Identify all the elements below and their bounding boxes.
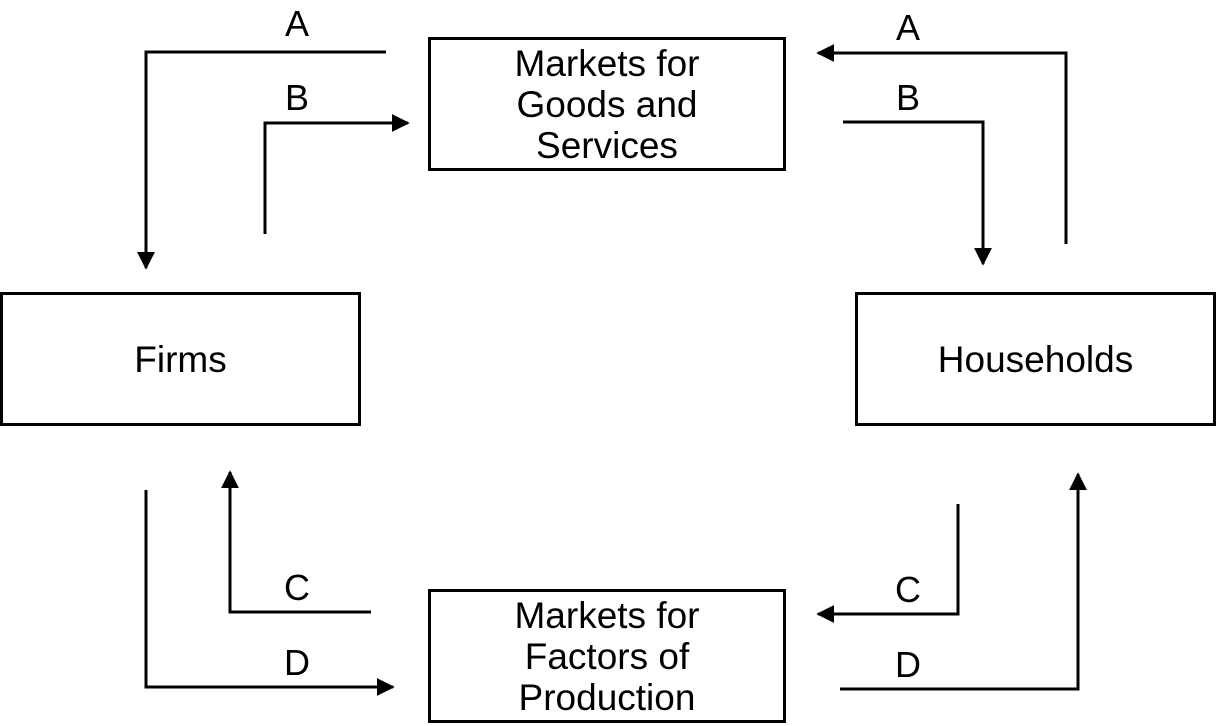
flow-label-bottom-left-c: C xyxy=(284,567,310,608)
flow-label-bottom-right-c: C xyxy=(895,569,921,610)
flow-label-top-left-a: A xyxy=(284,3,310,44)
arrow-top-right-a xyxy=(816,44,1068,244)
firms-label: Firms xyxy=(134,338,227,380)
goods-market-line-1: Markets for xyxy=(514,42,700,84)
firms-box: Firms xyxy=(0,292,361,426)
factor-market-line-2: Factors of xyxy=(524,635,690,677)
flow-label-top-left-b: B xyxy=(284,77,310,118)
goods-market-box: Markets for Goods and Services xyxy=(428,37,786,171)
goods-market-line-2: Goods and xyxy=(516,83,698,125)
factor-market-line-3: Production xyxy=(518,676,696,718)
arrow-bottom-right-c xyxy=(816,504,960,623)
arrow-bottom-left-d xyxy=(144,490,395,696)
arrow-top-left-a xyxy=(137,50,386,270)
arrow-bottom-right-d xyxy=(840,472,1087,691)
arrow-top-right-b xyxy=(843,120,992,266)
flow-label-top-right-a: A xyxy=(895,7,921,48)
flow-label-bottom-left-d: D xyxy=(284,642,310,683)
flow-label-top-right-b: B xyxy=(895,77,921,118)
goods-market-line-3: Services xyxy=(536,124,678,166)
arrow-bottom-left-c xyxy=(221,470,371,614)
arrow-top-left-b xyxy=(263,114,410,234)
households-label: Households xyxy=(937,338,1134,380)
flow-label-bottom-right-d: D xyxy=(895,644,921,685)
households-box: Households xyxy=(855,292,1216,426)
factor-market-box: Markets for Factors of Production xyxy=(428,589,786,723)
factor-market-line-1: Markets for xyxy=(514,594,700,636)
